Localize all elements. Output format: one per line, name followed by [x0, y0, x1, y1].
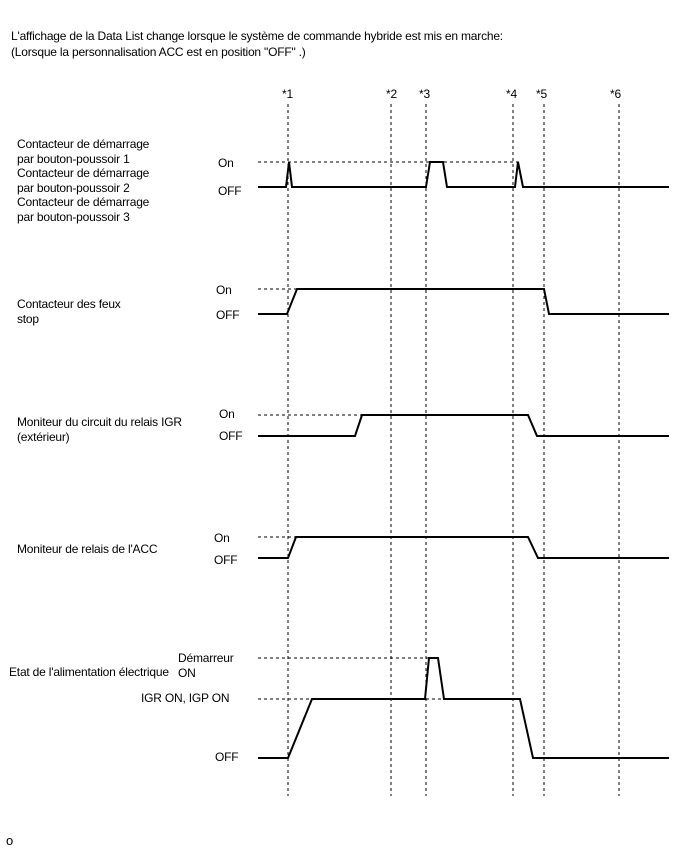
signal-3-high: On [219, 407, 235, 421]
signal-5-low: OFF [215, 750, 239, 764]
header-line-2: (Lorsque la personnalisation ACC est en … [11, 45, 306, 59]
signal-1-low: OFF [218, 184, 242, 198]
marker-1: *1 [282, 87, 293, 101]
signal-2-high: On [216, 283, 232, 297]
signal-5-level-mid: IGR ON, IGP ON [141, 691, 230, 705]
signal-2-label: Contacteur des feux stop [17, 297, 121, 326]
marker-6: *6 [610, 87, 621, 101]
signal-5-label: Etat de l'alimentation électrique [9, 665, 169, 679]
signal-5-trace [258, 657, 669, 759]
marker-5: *5 [536, 87, 547, 101]
signal-2-trace [258, 288, 669, 315]
signal-4-label: Moniteur de relais de l'ACC [17, 542, 158, 556]
marker-4: *4 [506, 87, 517, 101]
footer-mark: o [6, 833, 14, 848]
signal-1-label-a: Contacteur de démarrage par bouton-pouss… [17, 137, 150, 166]
signal-1-high: On [218, 156, 234, 170]
signal-1-label-c: Contacteur de démarrage par bouton-pouss… [17, 195, 150, 224]
signal-4-trace [258, 536, 669, 559]
signal-5-level-top: Démarreur ON [178, 651, 234, 680]
signal-1-label-b: Contacteur de démarrage par bouton-pouss… [17, 166, 150, 195]
marker-2: *2 [386, 87, 397, 101]
signal-1-trace [258, 161, 669, 188]
signal-4-high: On [214, 531, 230, 545]
marker-3: *3 [419, 87, 430, 101]
signal-2-low: OFF [216, 308, 240, 322]
signal-4-low: OFF [214, 553, 238, 567]
header-line-1: L'affichage de la Data List change lorsq… [11, 29, 503, 43]
signal-3-trace [258, 414, 669, 437]
signal-3-low: OFF [219, 429, 243, 443]
signal-3-label: Moniteur du circuit du relais IGR (extér… [17, 415, 182, 444]
